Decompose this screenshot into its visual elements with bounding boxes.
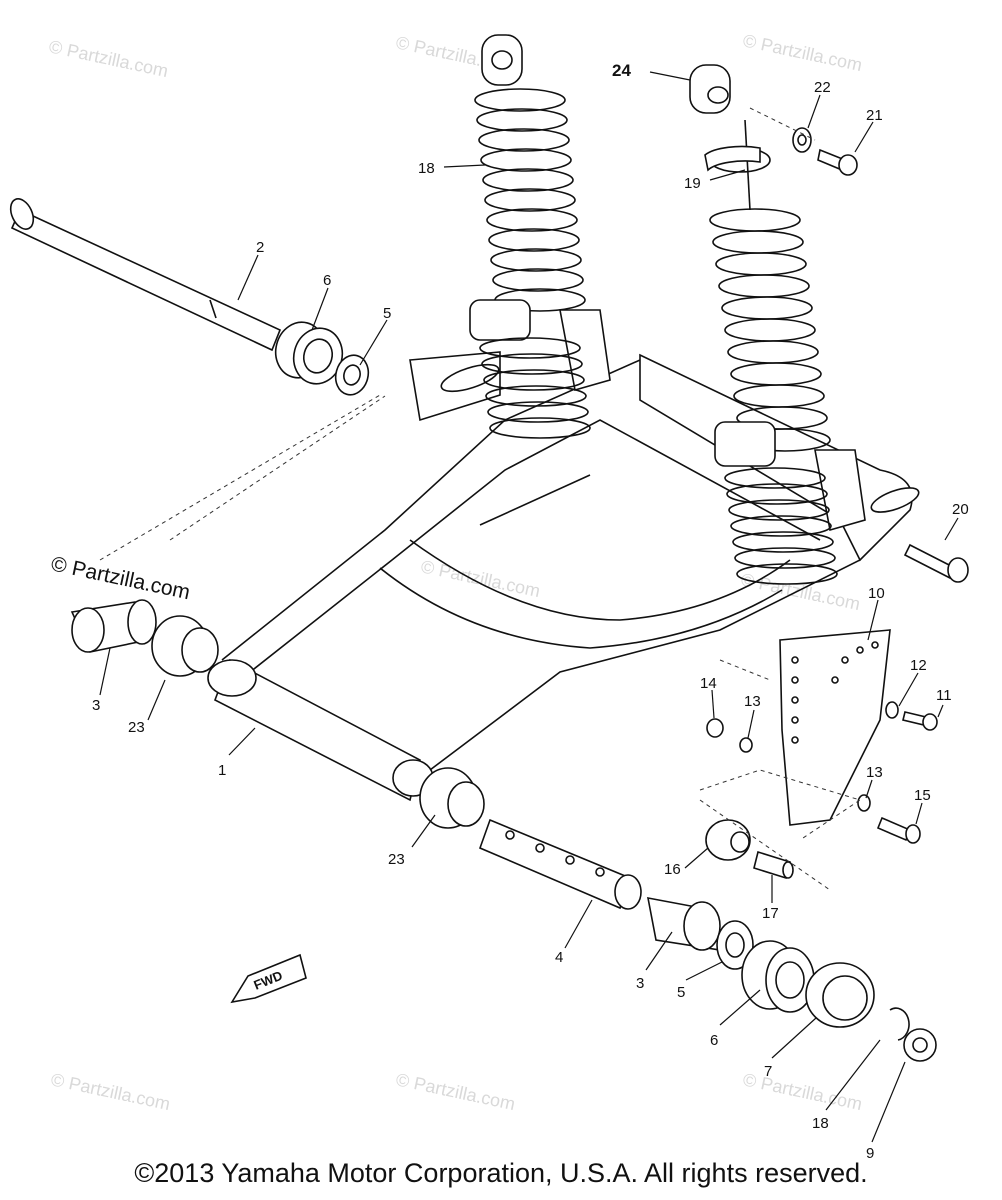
callout-3-right: 3 [636, 975, 644, 992]
callout-24: 24 [612, 61, 631, 80]
nut-bracket [706, 718, 724, 738]
copyright-notice: ©2013 Yamaha Motor Corporation, U.S.A. A… [134, 1158, 868, 1188]
roller-pin [753, 850, 794, 880]
washer-bracket-a [885, 701, 899, 719]
callout-9: 9 [866, 1145, 874, 1162]
callout-labels: 1 2 3 3 4 5 5 6 6 7 9 10 11 12 13 13 14 … [92, 61, 969, 1162]
rear-shock-right [689, 64, 866, 585]
watermark-prominent: © Partzilla.com [49, 552, 192, 604]
collar-left [70, 599, 157, 653]
callout-5-lower: 5 [677, 984, 685, 1001]
bearing-upper [274, 321, 344, 385]
watermark: © Partzilla.com [47, 36, 170, 81]
callout-5-upper: 5 [383, 305, 391, 322]
circlip [889, 1007, 910, 1041]
watermark: © Partzilla.com [419, 556, 542, 601]
bushing-right [419, 767, 485, 829]
callout-18-lower: 18 [812, 1115, 829, 1132]
callout-16: 16 [664, 861, 681, 878]
washer-lower [716, 920, 754, 970]
callout-23-left: 23 [128, 719, 145, 736]
callout-19: 19 [684, 175, 701, 192]
watermark: © Partzilla.com [739, 569, 862, 614]
shock-cover-left [469, 299, 591, 439]
spring-coils-left [474, 88, 586, 312]
chain-roller [705, 819, 751, 861]
bushing-left [151, 615, 219, 677]
washer-bracket-c [857, 794, 871, 812]
washer-bracket-b [739, 737, 753, 753]
bolt-shock-upper [817, 148, 858, 176]
grease-sleeve [478, 818, 642, 910]
guide-lines [99, 107, 862, 891]
callout-2: 2 [256, 239, 264, 256]
callout-12: 12 [910, 657, 927, 674]
callout-11: 11 [936, 687, 952, 704]
callout-14: 14 [700, 675, 717, 692]
chain-tensioner-bracket [779, 629, 891, 826]
nut-lower [903, 1028, 937, 1062]
washer-upper [334, 354, 370, 396]
washer-shock-upper [792, 127, 812, 153]
bolt-bracket [902, 711, 938, 731]
spring-seat [704, 145, 761, 172]
watermark: © Partzilla.com [49, 1069, 172, 1114]
callout-18-upper: 18 [418, 160, 435, 177]
callout-leaders [99, 71, 959, 1143]
bearing-cap [805, 962, 875, 1028]
bearing-lower [741, 940, 815, 1013]
callout-3-left: 3 [92, 697, 100, 714]
callout-13-upper: 13 [744, 693, 761, 710]
rear-shock-left [469, 34, 611, 439]
callout-4: 4 [555, 949, 563, 966]
watermark: © Partzilla.com [741, 1069, 864, 1114]
callout-7: 7 [764, 1063, 772, 1080]
callout-6-upper: 6 [323, 272, 331, 289]
spring-coils-right [709, 208, 831, 452]
bolt-shock-lower [903, 543, 969, 583]
shock-cover-right [714, 421, 838, 585]
bolt-bracket-lower [876, 816, 921, 844]
collar-right [646, 896, 722, 951]
forward-arrow-icon: FWD [230, 953, 307, 1004]
callout-20: 20 [952, 501, 969, 518]
watermark: © Partzilla.com [394, 1069, 517, 1114]
callout-22: 22 [814, 79, 831, 96]
callout-1: 1 [218, 762, 226, 779]
callout-10: 10 [868, 585, 885, 602]
callout-17: 17 [762, 905, 779, 922]
callout-6-lower: 6 [710, 1032, 718, 1049]
pivot-shaft [9, 198, 282, 352]
callout-21: 21 [866, 107, 883, 124]
callout-23-right: 23 [388, 851, 405, 868]
watermark: © Partzilla.com [741, 30, 864, 75]
callout-15: 15 [914, 787, 931, 804]
callout-13-lower: 13 [866, 764, 883, 781]
